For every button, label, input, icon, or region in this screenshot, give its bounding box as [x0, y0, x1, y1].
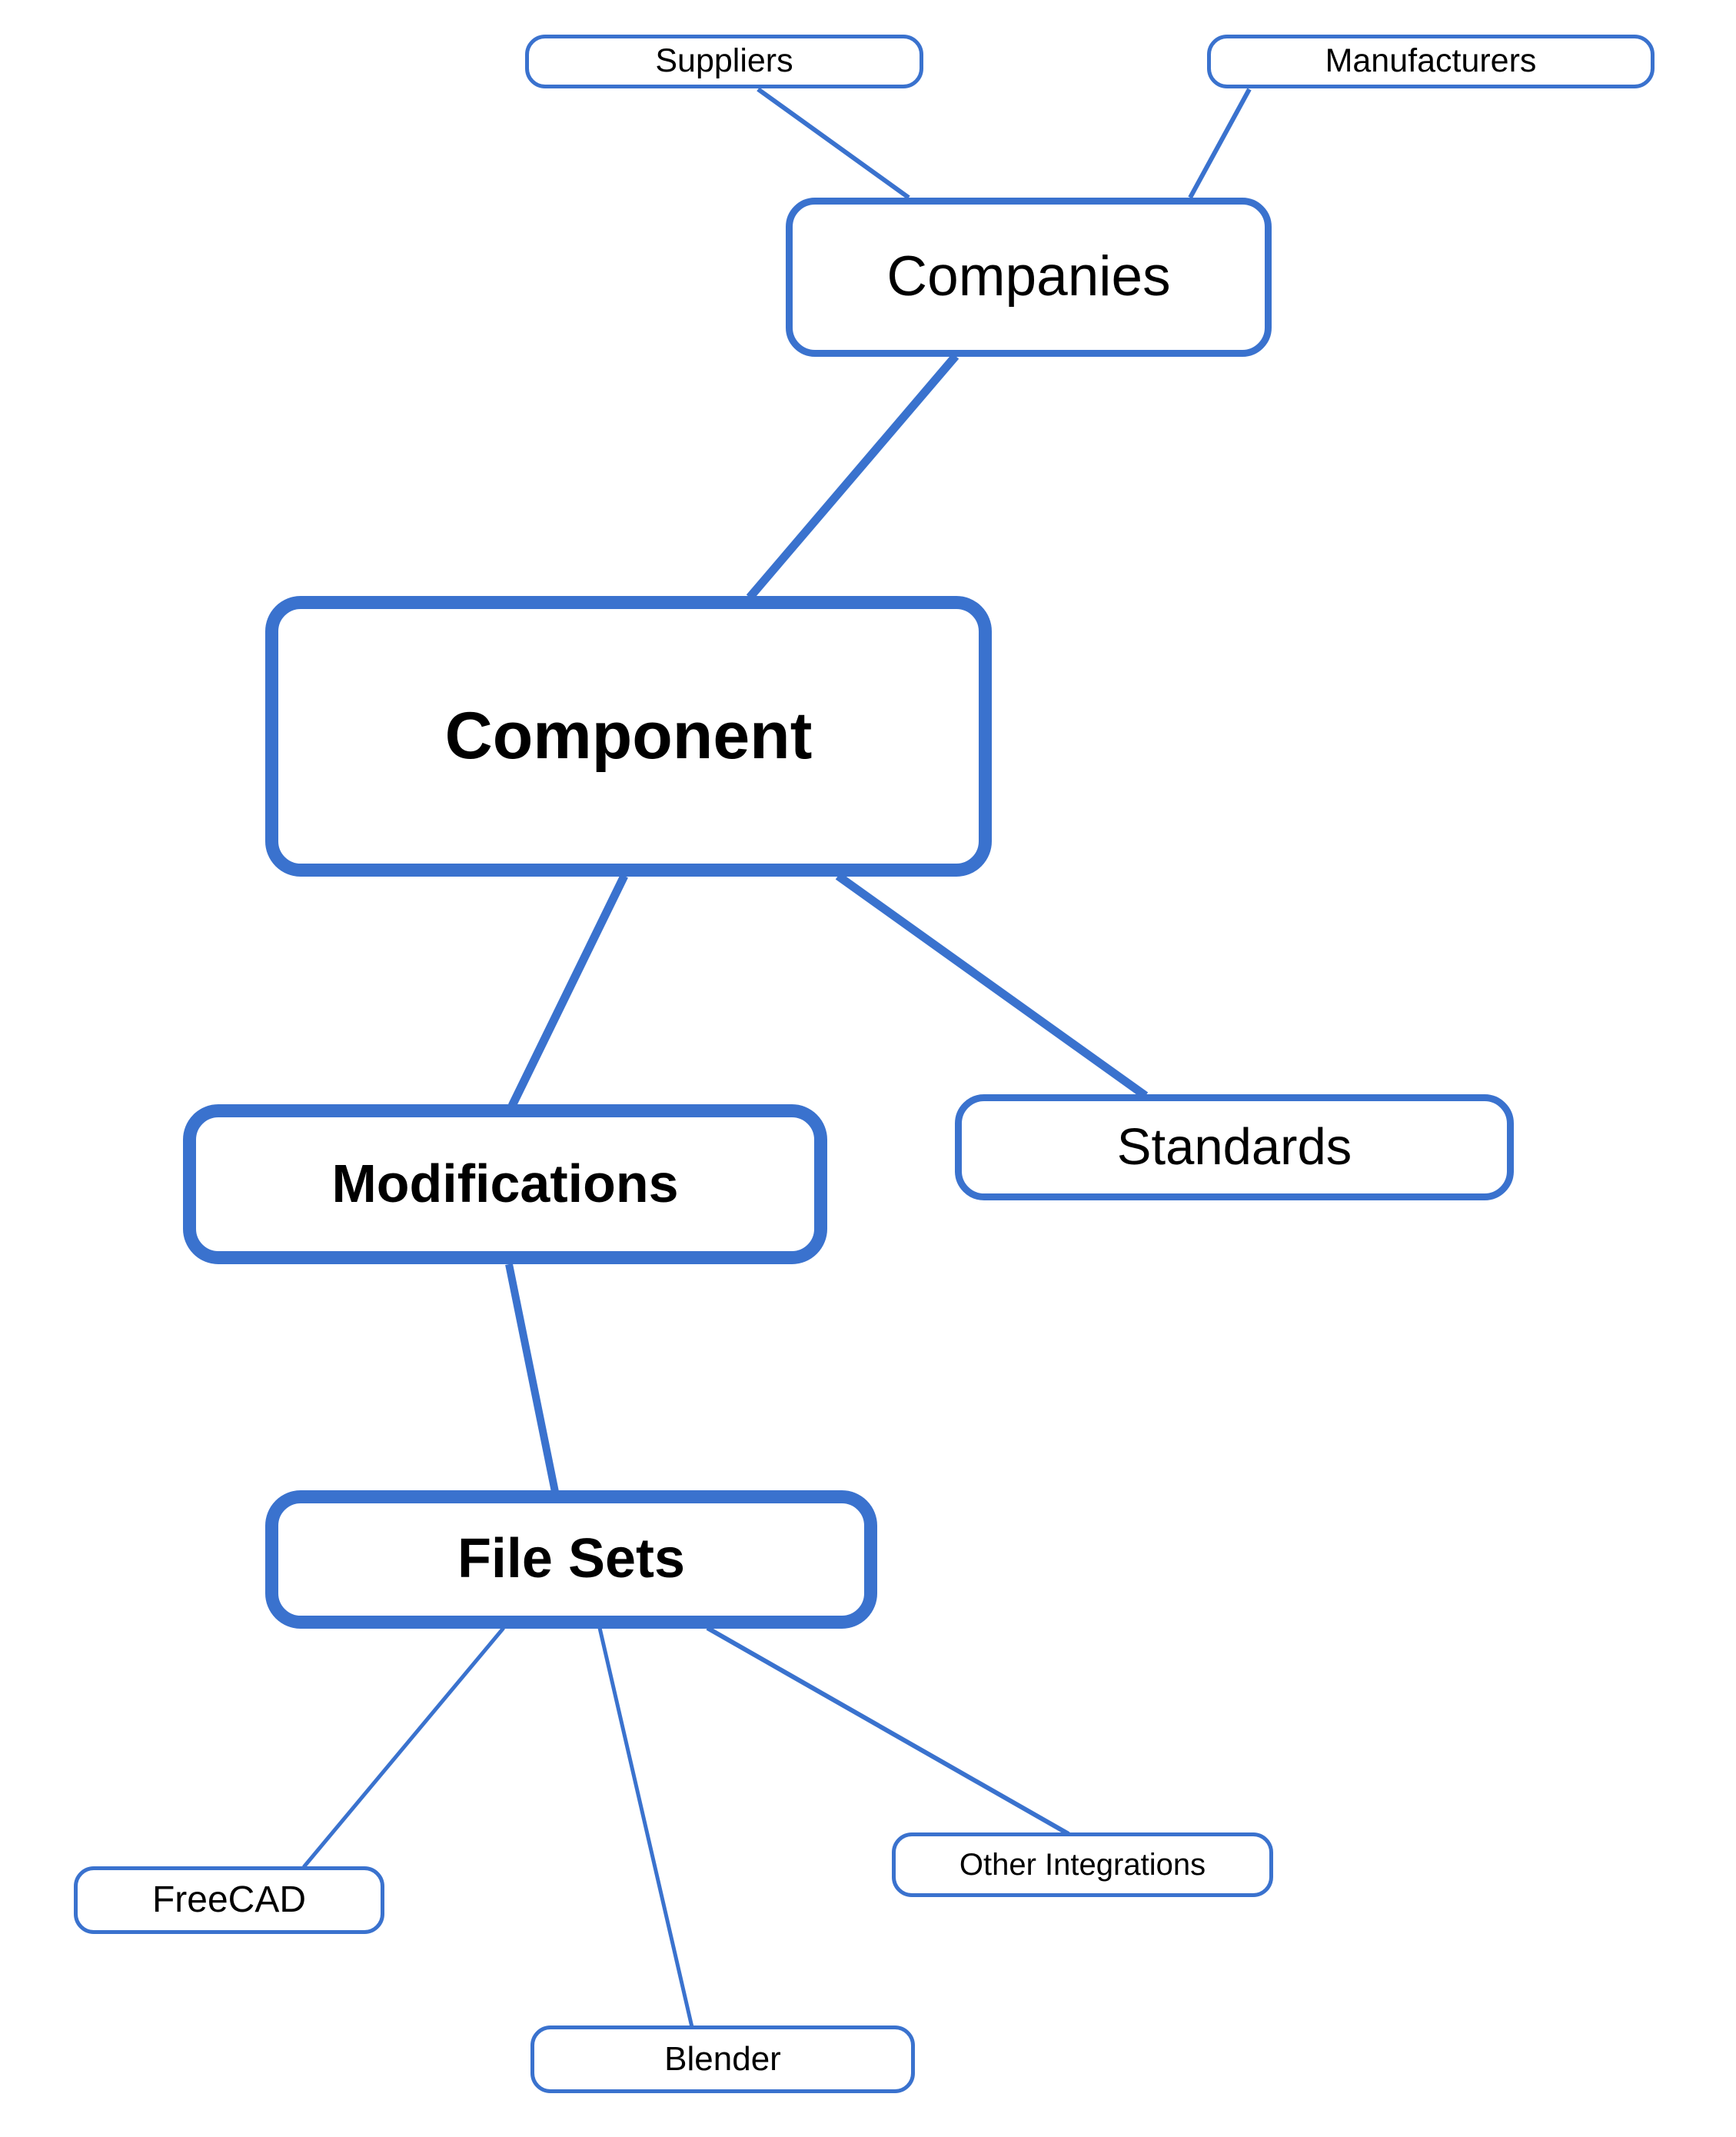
- node-manufacturers[interactable]: Manufacturers: [1207, 35, 1655, 88]
- edge-manufacturers-companies: [1188, 88, 1252, 199]
- node-companies[interactable]: Companies: [786, 198, 1272, 357]
- node-label-component: Component: [444, 699, 813, 774]
- node-blender[interactable]: Blender: [530, 2025, 915, 2093]
- node-label-blender: Blender: [664, 2039, 781, 2078]
- edge-component-standards: [835, 872, 1149, 1100]
- node-label-manufacturers: Manufacturers: [1325, 42, 1537, 80]
- edge-suppliers-companies: [757, 87, 910, 200]
- node-label-freecad: FreeCAD: [151, 1879, 307, 1920]
- node-freecad[interactable]: FreeCAD: [74, 1866, 384, 1934]
- node-file_sets[interactable]: File Sets: [265, 1490, 877, 1629]
- node-other_integrations[interactable]: Other Integrations: [892, 1832, 1273, 1897]
- node-suppliers[interactable]: Suppliers: [525, 35, 923, 88]
- edge-modifications-file-sets: [505, 1263, 559, 1493]
- node-label-standards: Standards: [1116, 1117, 1352, 1176]
- edge-companies-component: [746, 353, 959, 601]
- edge-component-modifications: [508, 874, 628, 1108]
- node-component[interactable]: Component: [265, 596, 992, 877]
- node-modifications[interactable]: Modifications: [183, 1104, 827, 1264]
- node-label-other_integrations: Other Integrations: [959, 1848, 1206, 1882]
- edge-file-sets-freecad: [302, 1626, 505, 1869]
- edge-file-sets-other: [706, 1626, 1070, 1836]
- node-label-file_sets: File Sets: [457, 1528, 686, 1590]
- edge-file-sets-blender: [597, 1627, 694, 2028]
- node-label-suppliers: Suppliers: [655, 42, 793, 80]
- node-standards[interactable]: Standards: [955, 1094, 1514, 1200]
- node-label-modifications: Modifications: [331, 1153, 679, 1214]
- node-label-companies: Companies: [886, 245, 1171, 308]
